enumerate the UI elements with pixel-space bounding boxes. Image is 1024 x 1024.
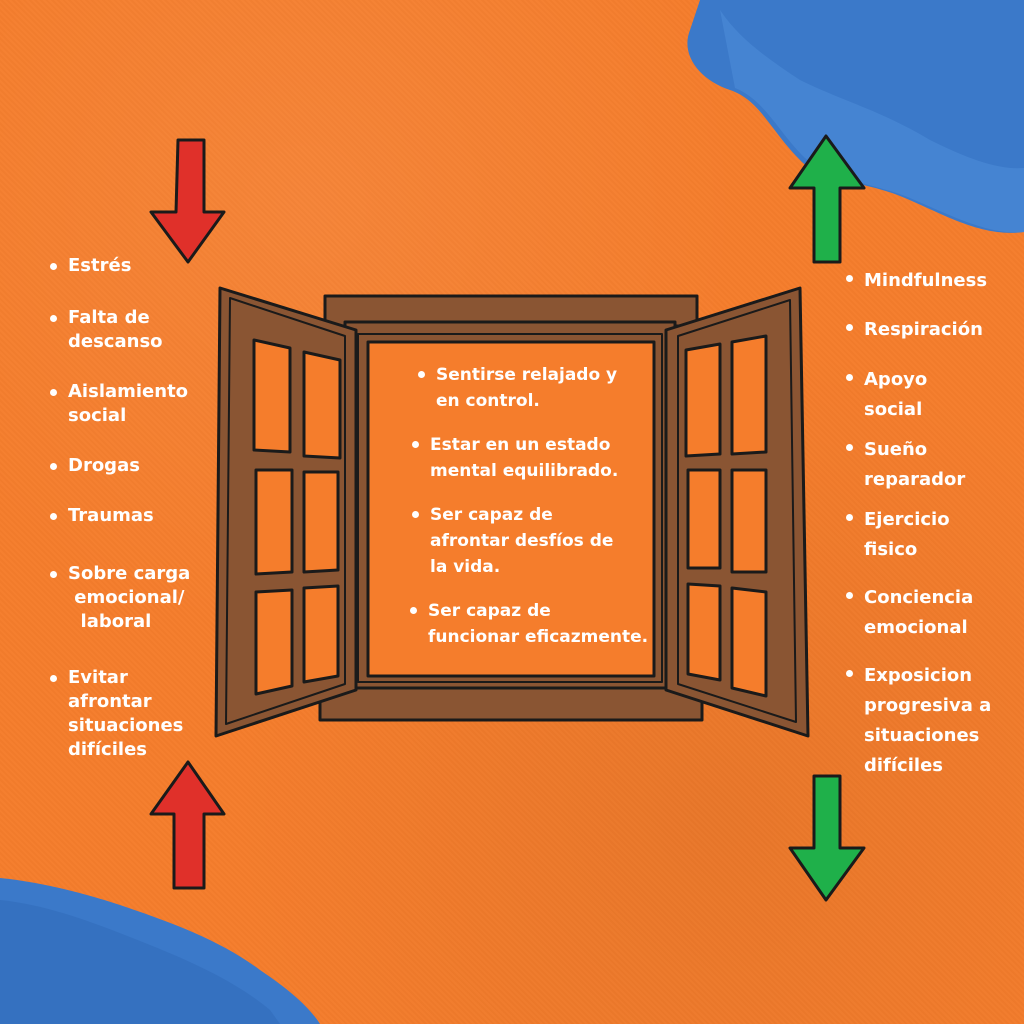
list-item-text: Estar en un estado mental equilibrado. (430, 435, 619, 481)
center-benefits-list: Sentirse relajado y en control. Estar en… (410, 362, 660, 650)
arrow-up-green-icon (788, 134, 866, 264)
window-bottom-sill (318, 684, 704, 722)
list-item-text: Ejercicio fisico (864, 509, 950, 560)
list-item: Sentirse relajado y en control. (416, 362, 660, 414)
list-item-text: Respiración (864, 319, 983, 340)
list-item: Evitar afrontar situaciones difíciles (48, 666, 223, 762)
window-opening (366, 340, 656, 678)
list-item-text: Sobre carga emocional/ laboral (68, 563, 191, 632)
list-item: Sueño reparador (844, 435, 1020, 495)
list-item: Drogas (48, 454, 223, 478)
list-item: Ser capaz de afrontar desfíos de la vida… (410, 502, 660, 580)
list-item-text: Drogas (68, 455, 140, 476)
list-item-text: Exposicion progresiva a situaciones difí… (864, 665, 992, 776)
list-item: Aislamiento social (48, 380, 223, 428)
list-item: Ejercicio fisico (844, 505, 1020, 565)
list-item-text: Ser capaz de funcionar eficazmente. (428, 601, 649, 647)
list-item: Apoyo social (844, 365, 1020, 425)
list-item-text: Apoyo social (864, 369, 928, 420)
list-item: Estar en un estado mental equilibrado. (410, 432, 660, 484)
list-item: Falta de descanso (48, 306, 223, 354)
list-item-text: Traumas (68, 505, 154, 526)
list-item: Sobre carga emocional/ laboral (48, 562, 223, 634)
list-item-text: Aislamiento social (68, 381, 189, 426)
list-item: Traumas (48, 504, 223, 528)
list-item-text: Sentirse relajado y en control. (436, 365, 618, 411)
arrow-down-green-icon (788, 774, 866, 902)
list-item-text: Ser capaz de afrontar desfíos de la vida… (430, 505, 614, 577)
list-item-text: Conciencia emocional (864, 587, 974, 638)
left-risk-factors-list: Estrés Falta de descanso Aislamiento soc… (48, 254, 223, 762)
arrow-down-red-icon (149, 138, 226, 264)
list-item-text: Falta de descanso (68, 307, 163, 352)
list-item: Estrés (48, 254, 223, 278)
list-item-text: Evitar afrontar situaciones difíciles (68, 667, 184, 760)
arrow-up-red-icon (149, 760, 226, 890)
list-item: Respiración (844, 315, 1020, 345)
list-item: Exposicion progresiva a situaciones difí… (844, 661, 1020, 781)
list-item: Ser capaz de funcionar eficazmente. (408, 598, 660, 650)
list-item-text: Sueño reparador (864, 439, 966, 490)
list-item: Conciencia emocional (844, 583, 1020, 643)
list-item-text: Mindfulness (864, 270, 988, 291)
list-item-text: Estrés (68, 255, 132, 276)
right-coping-strategies-list: Mindfulness Respiración Apoyo social Sue… (844, 266, 1020, 781)
list-item: Mindfulness (844, 266, 1020, 296)
